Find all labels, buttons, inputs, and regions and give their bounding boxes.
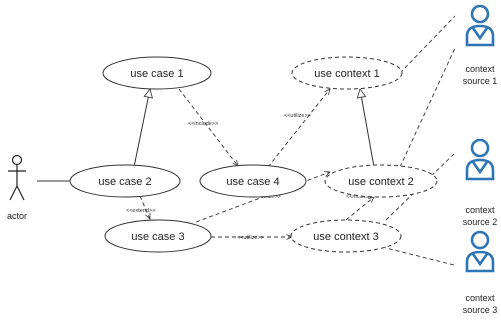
- include-ctx3-ctx2: [345, 197, 374, 221]
- utilize-label-uc3-ctx2: <<utilize>>: [254, 194, 281, 200]
- use-case-2[interactable]: use case 2: [69, 164, 181, 198]
- source-1-line2: source 1: [463, 76, 498, 86]
- include-label-ctx: <<include>>: [346, 194, 376, 200]
- use-context-3[interactable]: use context 3: [290, 219, 402, 253]
- utilize-uc4-ctx1: [267, 89, 330, 168]
- utilize-label-uc3-ctx3: <<utilize>>: [237, 235, 264, 241]
- source-1-line1: context: [465, 64, 495, 74]
- include-uc1-uc4: [178, 88, 238, 166]
- generalization-uc2-uc1: [133, 89, 150, 168]
- person-icon: [465, 230, 495, 273]
- use-context-3-label: use context 3: [313, 231, 378, 243]
- source2-link: [385, 151, 457, 221]
- source3-link: [381, 246, 455, 266]
- context-source-2: context source 2: [463, 138, 498, 227]
- use-case-3[interactable]: use case 3: [104, 219, 212, 253]
- source-3-line2: source 3: [463, 305, 498, 315]
- source-2-line2: source 2: [463, 217, 498, 227]
- actor-label: actor: [7, 211, 27, 221]
- use-case-4-label: use case 4: [226, 176, 279, 188]
- use-case-2-label: use case 2: [98, 176, 151, 188]
- person-icon: [465, 4, 495, 47]
- extend-label: <<extend>>: [126, 208, 155, 214]
- use-case-3-label: use case 3: [131, 231, 184, 243]
- source-2-line1: context: [465, 205, 495, 215]
- source1-link: [399, 15, 456, 74]
- source1-ctx2-link: [399, 47, 456, 168]
- use-context-2-label: use context 2: [348, 176, 413, 188]
- actor-stick-figure: [8, 154, 26, 201]
- include-label-uc: <<include>>: [188, 121, 218, 127]
- use-case-1-label: use case 1: [130, 68, 183, 80]
- use-case-4[interactable]: use case 4: [199, 164, 307, 198]
- context-source-1: context source 1: [463, 4, 498, 86]
- utilize-label-uc4: <<utilize>>: [284, 113, 311, 119]
- source-3-line1: context: [465, 293, 495, 303]
- use-context-1[interactable]: use context 1: [291, 56, 403, 90]
- person-icon: [465, 138, 495, 181]
- use-context-1-label: use context 1: [314, 68, 379, 80]
- generalization-ctx2-ctx1: [360, 89, 375, 168]
- use-case-1[interactable]: use case 1: [102, 56, 212, 90]
- use-context-2[interactable]: use context 2: [324, 164, 438, 198]
- context-source-3: context source 3: [463, 230, 498, 315]
